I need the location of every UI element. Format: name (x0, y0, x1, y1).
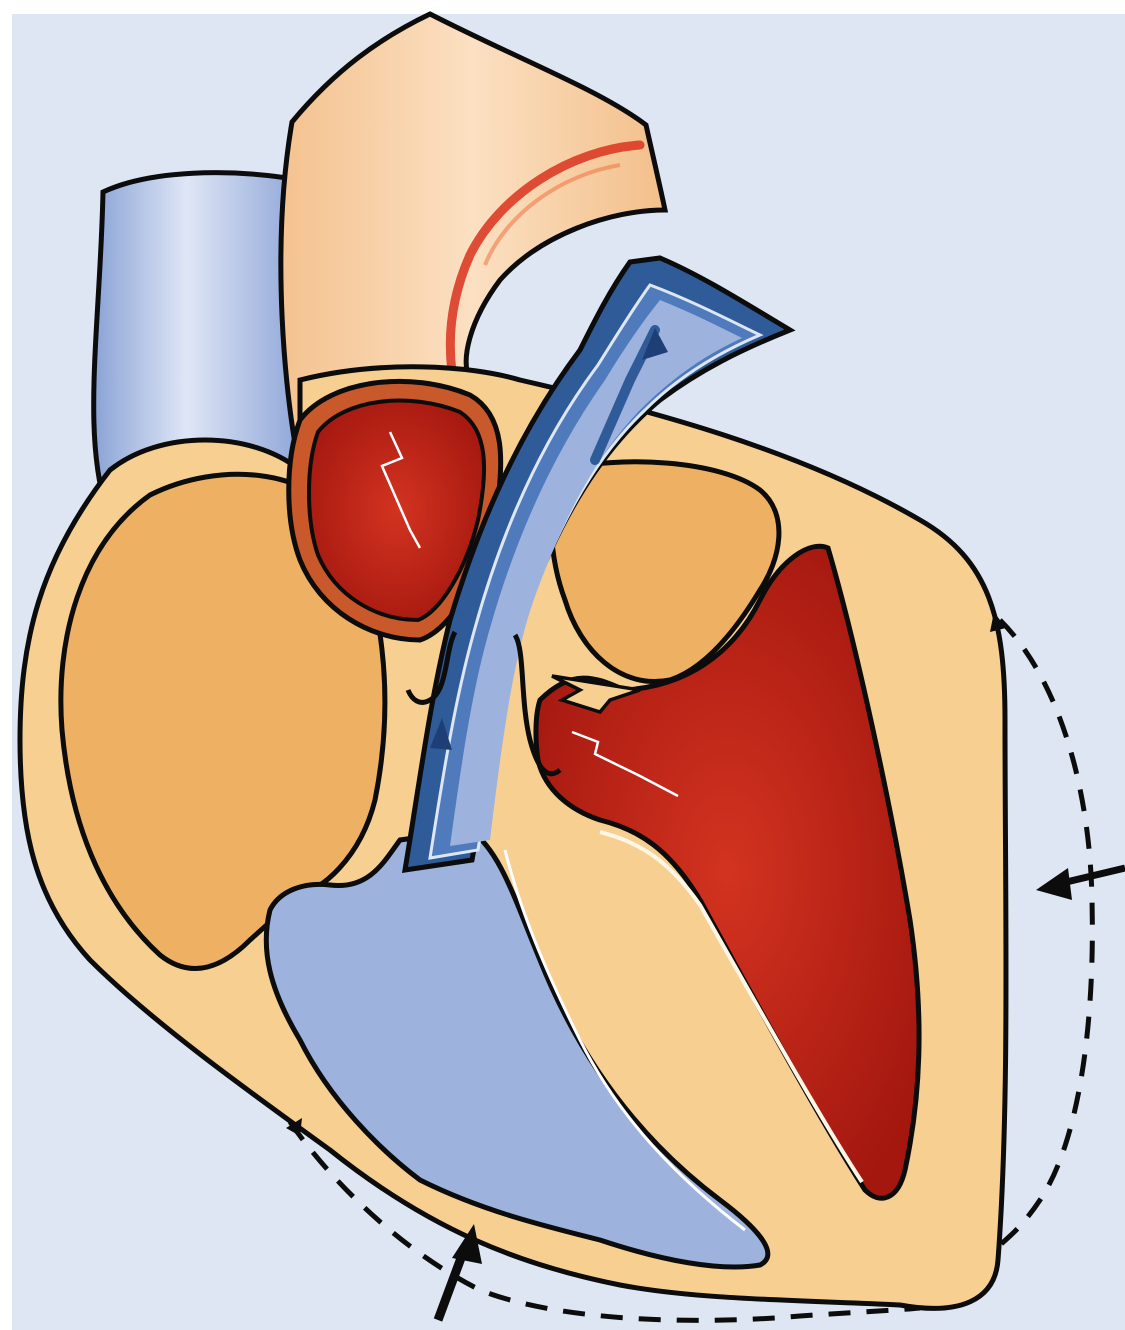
white-margin-left (0, 0, 12, 1330)
white-margin-top (0, 0, 1125, 14)
